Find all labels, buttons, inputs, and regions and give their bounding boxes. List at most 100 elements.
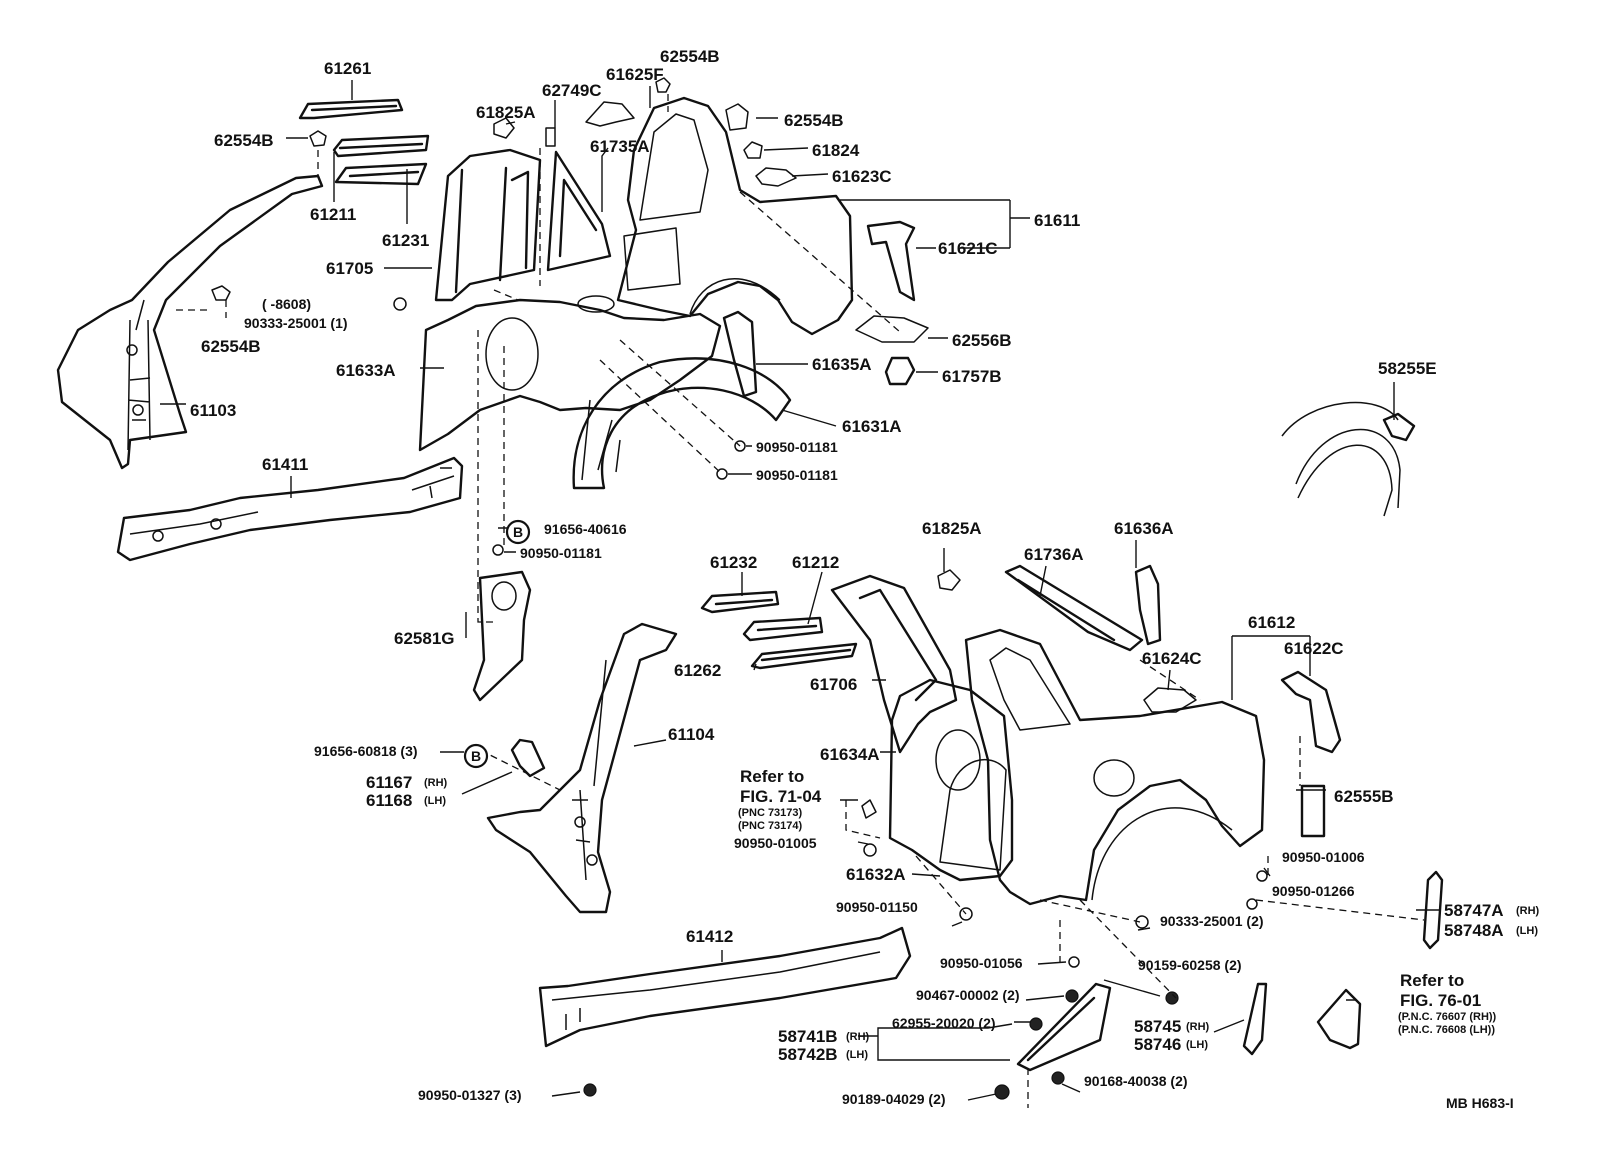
label-90950-01181-b: 90950-01181 xyxy=(756,467,838,483)
part-61705 xyxy=(434,148,542,302)
part-61612 xyxy=(964,628,1266,906)
label-62554B-d: 62554B xyxy=(784,111,844,130)
fastener-90333 xyxy=(393,297,407,311)
fastener-90159 xyxy=(1165,991,1179,1005)
label-62581G: 62581G xyxy=(394,629,455,648)
part-62554B-mid xyxy=(211,285,231,301)
label-8608: ( -8608) xyxy=(262,296,311,312)
part-61825A-lower xyxy=(937,569,961,591)
label-90950-01006: 90950-01006 xyxy=(1282,849,1365,865)
label-61632A: 61632A xyxy=(846,865,906,884)
fastener-90950-01005 xyxy=(863,843,877,857)
label-61735A: 61735A xyxy=(590,137,650,156)
label-62554B-c: 62554B xyxy=(660,47,720,66)
part-61612-arch xyxy=(1091,807,1233,901)
part-62749C xyxy=(545,127,556,147)
label-90950-01266: 90950-01266 xyxy=(1272,883,1355,899)
label-91656-60818: 91656-60818 (3) xyxy=(314,743,418,759)
label-61232: 61232 xyxy=(710,553,757,572)
label-61261: 61261 xyxy=(324,59,371,78)
label-61211: 61211 xyxy=(310,205,356,224)
part-61625F xyxy=(585,101,635,127)
label-61621C: 61621C xyxy=(938,239,998,258)
label-refer71-a: Refer to xyxy=(740,767,804,786)
part-62555B xyxy=(1300,784,1326,838)
part-61412-inner xyxy=(551,951,881,1030)
label-61825A-b: 61825A xyxy=(922,519,982,538)
label-61706: 61706 xyxy=(810,675,857,694)
label-58741B-rh: (RH) xyxy=(846,1031,870,1043)
part-61211 xyxy=(332,134,430,158)
fastener-90950-01181-a xyxy=(734,440,746,452)
label-61757B: 61757B xyxy=(942,367,1002,386)
part-62554B-right xyxy=(725,103,749,131)
label-61705: 61705 xyxy=(326,259,373,278)
label-58748A: 58748A xyxy=(1444,921,1504,940)
part-61611-door xyxy=(623,227,681,291)
label-61103: 61103 xyxy=(190,401,236,420)
part-61261 xyxy=(298,98,404,120)
part-61103 xyxy=(56,174,324,470)
label-90950-01150: 90950-01150 xyxy=(836,899,918,915)
part-61611 xyxy=(616,96,854,336)
part-61824 xyxy=(743,141,763,159)
label-61611: 61611 xyxy=(1034,211,1080,230)
label-61634A: 61634A xyxy=(820,745,880,764)
part-61167 xyxy=(510,738,546,778)
part-61622C xyxy=(1280,670,1342,754)
fastener-90950-01327 xyxy=(583,1083,597,1097)
label-61612: 61612 xyxy=(1248,613,1295,632)
part-61623C xyxy=(755,167,797,187)
label-61635A: 61635A xyxy=(812,355,872,374)
label-90159: 90159-60258 (2) xyxy=(1138,957,1242,973)
label-62955: 62955-20020 (2) xyxy=(892,1015,996,1031)
label-61625F: 61625F xyxy=(606,65,664,84)
label-58746: 58746 xyxy=(1134,1035,1181,1054)
label-58741B: 58741B xyxy=(778,1027,838,1046)
fastener-90950-01266 xyxy=(1246,898,1258,910)
label-91656-40616: 91656-40616 xyxy=(544,521,627,537)
part-61634A-hole xyxy=(935,729,981,791)
part-61825A-upper xyxy=(493,117,515,139)
label-61736A: 61736A xyxy=(1024,545,1084,564)
label-90467: 90467-00002 (2) xyxy=(916,987,1020,1003)
svg-text:B: B xyxy=(513,524,523,540)
part-61411-inner xyxy=(129,467,455,535)
fastener-90950-01056 xyxy=(1068,956,1080,968)
part-61104 xyxy=(486,622,678,914)
part-61624C xyxy=(1143,687,1197,713)
fastener-refer71 xyxy=(861,799,877,819)
label-58746-lh: (LH) xyxy=(1186,1039,1208,1051)
label-61824: 61824 xyxy=(812,141,860,160)
label-61167: 61167 xyxy=(366,773,412,792)
fastener-90333-2 xyxy=(1135,915,1149,929)
part-61631A xyxy=(572,357,792,490)
part-mudflap-ref xyxy=(1316,988,1362,1050)
part-61736A xyxy=(1004,564,1144,652)
part-61412 xyxy=(538,926,912,1048)
label-62554B-b: 62554B xyxy=(201,337,261,356)
svg-text:B: B xyxy=(471,748,481,764)
label-58255E: 58255E xyxy=(1378,359,1437,378)
label-61167-rh: (RH) xyxy=(424,777,448,789)
label-61622C: 61622C xyxy=(1284,639,1344,658)
label-pnc76607: (P.N.C. 76607 (RH)) xyxy=(1398,1011,1497,1023)
label-58745-rh: (RH) xyxy=(1186,1021,1210,1033)
label-58742B: 58742B xyxy=(778,1045,838,1064)
relation-lines xyxy=(176,94,1425,1108)
label-61623C: 61623C xyxy=(832,167,892,186)
label-90333-2: 90333-25001 (2) xyxy=(1160,913,1264,929)
part-61633A xyxy=(418,298,722,452)
label-61231: 61231 xyxy=(382,231,429,250)
diagram-ref-code: MB H683-I xyxy=(1446,1095,1514,1111)
part-61634A xyxy=(888,678,1014,882)
label-61412: 61412 xyxy=(686,927,733,946)
label-61262: 61262 xyxy=(674,661,721,680)
part-58255E-clip xyxy=(1382,412,1416,442)
label-61636A: 61636A xyxy=(1114,519,1174,538)
part-61212 xyxy=(742,616,824,642)
label-62556B: 62556B xyxy=(952,331,1012,350)
part-61735A xyxy=(546,150,612,272)
label-61104: 61104 xyxy=(668,725,715,744)
part-61103-inner xyxy=(127,299,151,451)
